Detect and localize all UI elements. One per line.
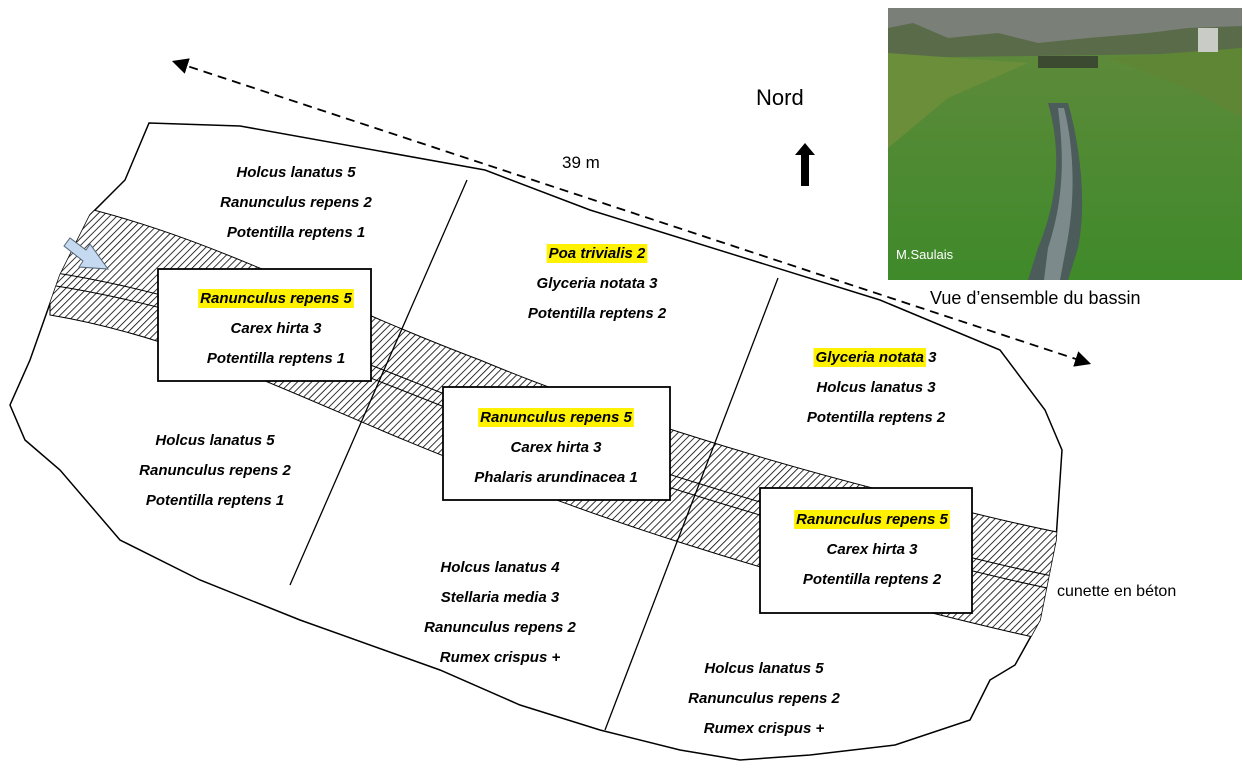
species-label: Carex hirta 3 xyxy=(231,320,323,337)
species-highlight xyxy=(546,244,648,263)
zone-box-channel-east xyxy=(759,487,973,614)
species-label: Potentilla reptens 1 xyxy=(207,350,345,367)
zone-box-channel-middle xyxy=(442,386,671,501)
photo-credit: M.Saulais xyxy=(896,247,954,262)
species-label: Stellaria media 3 xyxy=(441,589,560,606)
species-label: Rumex crispus + xyxy=(440,649,561,666)
species-label: Ranunculus repens 2 xyxy=(220,194,372,211)
species-label: Poa trivialis 2 xyxy=(549,245,646,262)
species-highlight xyxy=(198,289,354,308)
species-label: Potentilla reptens 2 xyxy=(528,305,667,322)
species-highlight xyxy=(813,348,926,367)
species-label: Rumex crispus + xyxy=(704,720,825,737)
species-label: Holcus lanatus 5 xyxy=(704,660,824,677)
channel-label: cunette en béton xyxy=(1057,583,1176,600)
inflow-arrow-icon xyxy=(63,237,110,270)
species-label: Carex hirta 3 xyxy=(827,541,919,558)
species-label: Holcus lanatus 4 xyxy=(440,559,560,576)
north-label: Nord xyxy=(756,85,804,110)
zone-labels: Holcus lanatus 5 Ranunculus repens 2 Poten… xyxy=(139,164,950,737)
distance-arrow xyxy=(171,58,1092,367)
species-highlight xyxy=(478,408,634,427)
species-highlight xyxy=(794,510,950,529)
species-label: Holcus lanatus 5 xyxy=(155,432,275,449)
species-label: Ranunculus repens 5 xyxy=(200,290,352,307)
species-label: Ranunculus repens 2 xyxy=(688,690,840,707)
species-label: Holcus lanatus 3 xyxy=(816,379,936,396)
photo-caption: Vue d’ensemble du bassin xyxy=(930,288,1140,308)
distance-label: 39 m xyxy=(562,153,600,172)
species-label: Ranunculus repens 2 xyxy=(424,619,576,636)
species-label: Ranunculus repens 5 xyxy=(796,511,948,528)
species-label: Potentilla reptens 2 xyxy=(803,571,942,588)
zone-box-channel-west xyxy=(157,268,372,382)
species-label: Ranunculus repens 5 xyxy=(480,409,632,426)
species-label: Ranunculus repens 2 xyxy=(139,462,291,479)
species-label: Glyceria notata 3 xyxy=(537,275,659,292)
basin-photo: M.Saulais xyxy=(888,8,1242,280)
species-label: Glyceria notata 3 xyxy=(816,349,938,366)
species-label: Holcus lanatus 5 xyxy=(236,164,356,181)
species-label: Potentilla reptens 1 xyxy=(146,492,284,509)
species-label: Potentilla reptens 1 xyxy=(227,224,365,241)
species-label: Phalaris arundinacea 1 xyxy=(474,469,637,486)
species-label: Carex hirta 3 xyxy=(511,439,603,456)
north-arrow-icon xyxy=(795,143,815,186)
species-label: Potentilla reptens 2 xyxy=(807,409,946,426)
